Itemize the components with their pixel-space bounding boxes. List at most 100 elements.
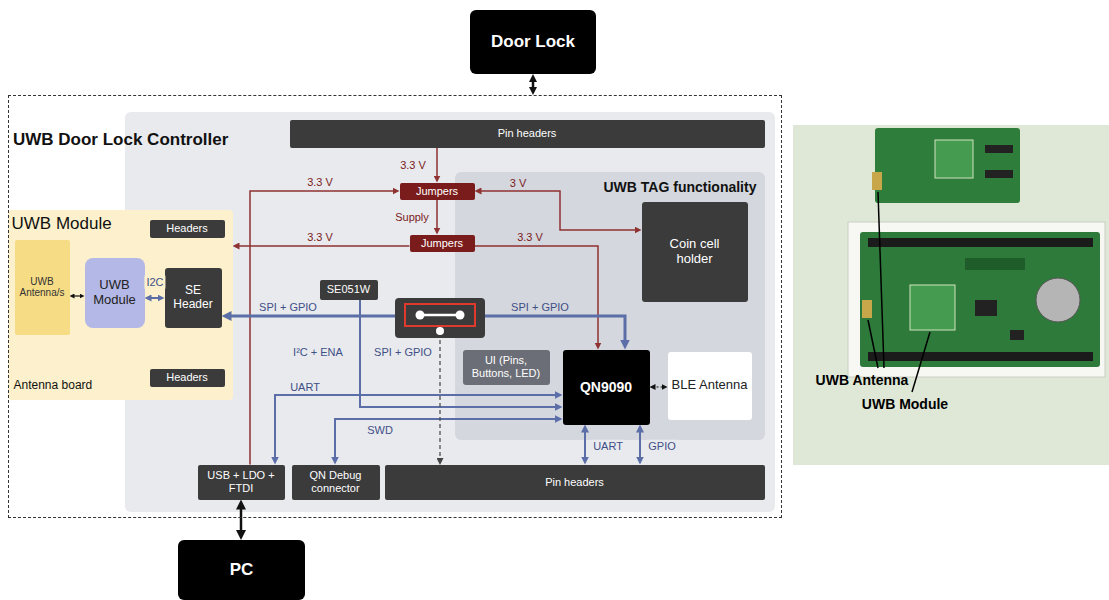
device-box: PC — [178, 540, 305, 600]
connector — [436, 148, 438, 180]
leader-line — [878, 192, 884, 368]
label-holder: SPI + GPIO — [509, 301, 571, 314]
signal-label: 3.3 V — [305, 176, 335, 189]
node-text: PC — [230, 560, 254, 580]
connector-label-holder: UART — [288, 381, 322, 394]
node-text: UI (Pins, Buttons, LED) — [467, 354, 546, 379]
signal-label: I²C + ENA — [291, 346, 345, 359]
switch-dot — [436, 327, 444, 335]
pin-row — [985, 170, 1013, 178]
signal-label: SWD — [365, 424, 395, 437]
switch-dot — [456, 311, 465, 320]
signal-label: SPI + GPIO — [257, 301, 319, 314]
coin-cell — [1036, 278, 1080, 322]
secure-element-box: SE051W — [320, 280, 378, 300]
module-region: UWB ModuleAntenna boardHeadersUWB Antenn… — [8, 210, 233, 400]
connector — [653, 386, 665, 387]
signal-label: SPI + GPIO — [509, 301, 571, 314]
label-holder: UWB Module — [860, 396, 950, 412]
antenna-pad — [862, 300, 872, 318]
debug-connector-box: QN Debug connector — [292, 465, 380, 500]
connector — [335, 419, 559, 461]
leader-line — [912, 332, 930, 392]
connector — [360, 300, 559, 408]
node-text: Headers — [166, 371, 208, 384]
header-row — [868, 352, 1093, 361]
connector — [275, 395, 559, 461]
node-text: Headers — [166, 222, 208, 235]
node-text: UWB Antenna/s — [19, 276, 66, 299]
connector-label-holder: UART — [591, 440, 625, 453]
module-region-fill — [8, 210, 233, 400]
connector — [236, 245, 410, 247]
chip — [975, 300, 997, 316]
node-text: Pin headers — [498, 127, 557, 140]
signal-label: I2C — [144, 276, 165, 289]
node-text: QN9090 — [580, 379, 632, 395]
usb-box: USB + LDO + FTDI — [198, 465, 285, 500]
connector-label-holder: I2C — [144, 276, 165, 289]
connector — [436, 200, 438, 232]
connector — [240, 505, 243, 536]
dashed-wire — [439, 340, 440, 465]
connector-label-holder: 3.3 V — [305, 231, 335, 244]
signal-label: 3 V — [508, 177, 529, 190]
header-box: Headers — [150, 220, 225, 238]
photo-sheet — [848, 222, 1105, 377]
connector — [639, 429, 641, 461]
leader-line — [868, 320, 878, 368]
board-strip — [965, 258, 1025, 270]
pin-header-bar: Pin headers — [290, 120, 765, 148]
node-text: Pin headers — [545, 476, 604, 489]
connector-label-holder: SPI + GPIO — [257, 301, 319, 314]
node-text: USB + LDO + FTDI — [202, 469, 281, 494]
antenna-board — [875, 128, 1020, 203]
ui-box: UI (Pins, Buttons, LED) — [463, 350, 550, 385]
connector — [148, 297, 161, 299]
signal-label: GPIO — [646, 440, 678, 453]
connector-label-holder: 3.3 V — [305, 176, 335, 189]
signal-label: Supply — [393, 211, 431, 224]
tag-region: UWB TAG functionalityCoin cell holderUI … — [455, 172, 765, 440]
antenna-pad — [872, 172, 882, 190]
node-text: Coin cell holder — [658, 237, 732, 267]
se-header-box: SE Header — [165, 268, 222, 328]
photo-ground — [793, 125, 1109, 465]
node-text: UWB Module — [89, 278, 141, 308]
signal-label: 3.3 V — [398, 159, 428, 172]
connector-label-holder: GPIO — [646, 440, 678, 453]
switch-bar — [420, 314, 460, 317]
main-board — [860, 232, 1100, 367]
header-row — [868, 238, 1093, 247]
label-holder: UWB Antenna — [814, 372, 911, 388]
connector-label-holder: SWD — [365, 424, 395, 437]
node-text: UWB Module — [12, 214, 112, 234]
coin-cell-holder: Coin cell holder — [642, 202, 748, 302]
connector-label-holder: I²C + ENA — [291, 346, 345, 359]
connector — [584, 429, 586, 461]
connector — [72, 295, 82, 296]
tag-region-fill — [455, 172, 765, 440]
switch-dot — [416, 311, 425, 320]
module-chip — [935, 140, 973, 178]
signal-label: UART — [288, 381, 322, 394]
antenna-box: UWB Antenna/s — [15, 240, 70, 335]
connector — [250, 191, 396, 465]
device-box: Door Lock — [470, 10, 596, 74]
connector-label-holder: Supply — [393, 211, 431, 224]
node-text: SE Header — [169, 284, 218, 312]
module-chip — [910, 285, 955, 330]
node-text: QN Debug connector — [296, 469, 376, 494]
controller-boundary: UWB Door Lock ControllerPin headersJumpe… — [8, 95, 782, 518]
connector-label-holder: 3.3 V — [398, 159, 428, 172]
part-label: UWB Module — [860, 396, 950, 412]
node-text: SE051W — [327, 283, 370, 296]
signal-label: 3.3 V — [515, 231, 545, 244]
connector-label-holder: 3.3 V — [515, 231, 545, 244]
signal-label: 3.3 V — [305, 231, 335, 244]
ble-antenna-box: BLE Antenna — [668, 352, 752, 420]
signal-label: SPI + GPIO — [372, 346, 434, 359]
node-text: BLE Antenna — [672, 378, 748, 393]
module-box: UWB Module — [85, 258, 145, 328]
